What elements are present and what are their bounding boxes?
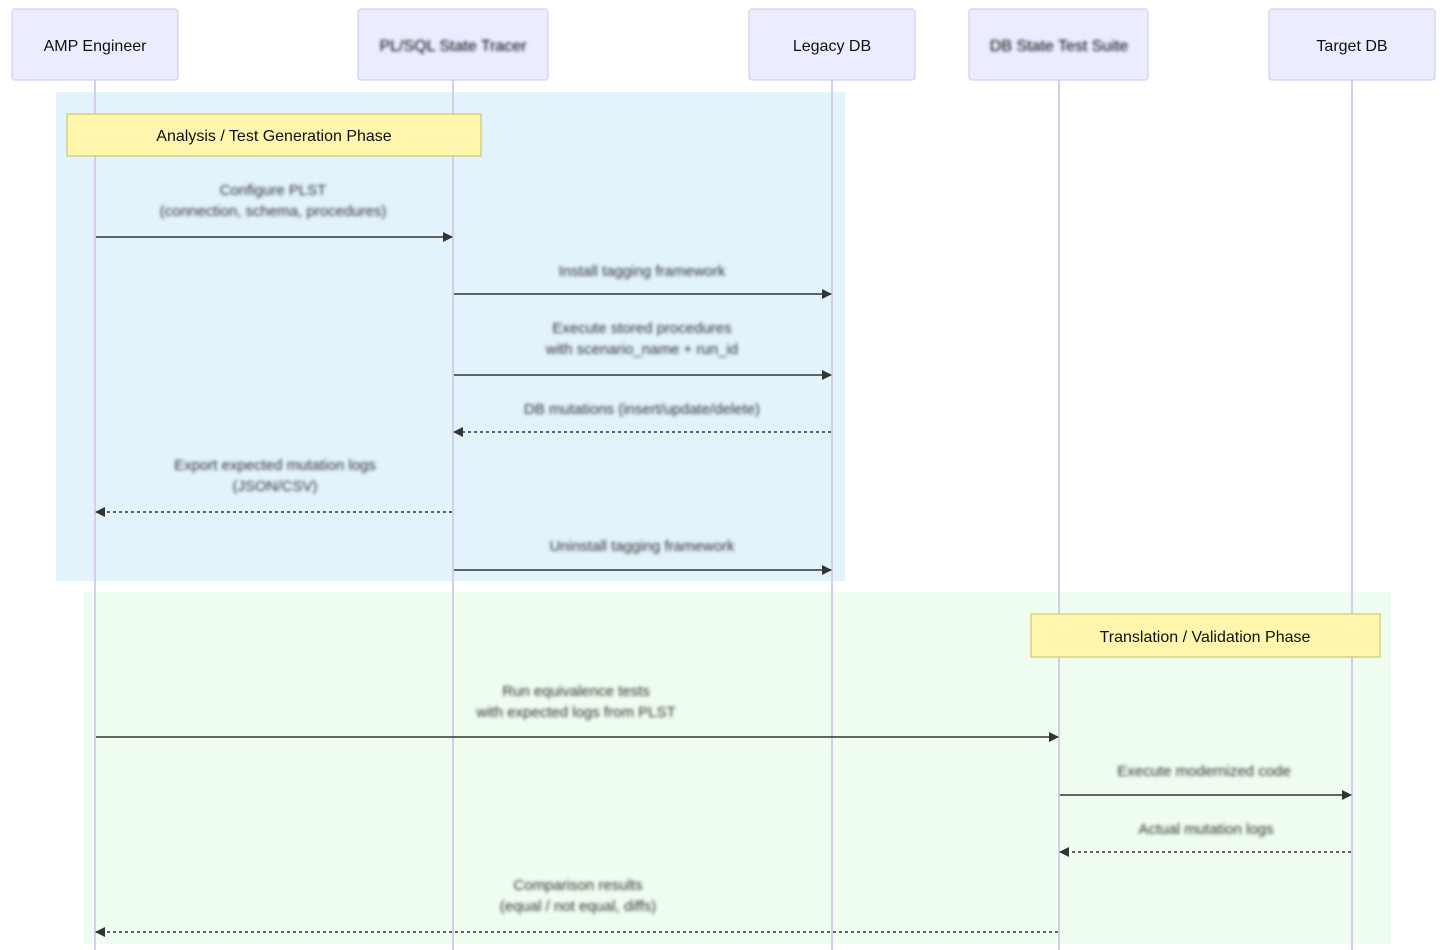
message-label-line: Configure PLST — [220, 182, 327, 199]
message-execute-modernized-code: Execute modernized code — [1060, 763, 1352, 800]
message-label-line: with expected logs from PLST — [475, 704, 675, 721]
message-label-line: Execute stored procedures — [552, 320, 731, 337]
participant-label: Legacy DB — [793, 38, 871, 55]
participant-amp-engineer: AMP Engineer — [11, 8, 179, 81]
message-label-line: (equal / not equal, diffs) — [500, 898, 657, 915]
message-execute-procedures: Execute stored procedures with scenario_… — [454, 320, 832, 380]
participant-target-db: Target DB — [1268, 8, 1436, 81]
message-label-line: Run equivalence tests — [502, 683, 650, 700]
message-label-line: Comparison results — [513, 877, 642, 894]
message-label-line: DB mutations (insert/update/delete) — [524, 401, 760, 418]
participant-legacy-db: Legacy DB — [748, 8, 916, 81]
message-uninstall-framework: Uninstall tagging framework — [454, 538, 832, 575]
participant-label: Target DB — [1316, 38, 1387, 55]
message-label-line: (JSON/CSV) — [232, 478, 317, 495]
participant-label: DB State Test Suite — [990, 38, 1129, 55]
analysis-phase-note: Analysis / Test Generation Phase — [66, 113, 482, 157]
note-label: Analysis / Test Generation Phase — [156, 128, 391, 145]
participant-test-suite: DB State Test Suite — [968, 8, 1149, 81]
message-comparison-results: Comparison results (equal / not equal, d… — [95, 877, 1058, 937]
message-label-line: Export expected mutation logs — [174, 457, 376, 474]
participant-label: AMP Engineer — [44, 38, 148, 55]
message-configure-plst: Configure PLST (connection, schema, proc… — [96, 182, 453, 242]
translation-phase-note: Translation / Validation Phase — [1030, 613, 1381, 658]
message-label-line: Install tagging framework — [559, 263, 726, 280]
message-label-line: (connection, schema, procedures) — [160, 203, 387, 220]
participant-label: PL/SQL State Tracer — [379, 38, 527, 55]
message-label-line: Execute modernized code — [1117, 763, 1290, 780]
message-label-line: Actual mutation logs — [1138, 821, 1273, 838]
message-db-mutations: DB mutations (insert/update/delete) — [453, 401, 831, 437]
message-export-logs: Export expected mutation logs (JSON/CSV) — [95, 457, 452, 517]
message-label-line: Uninstall tagging framework — [549, 538, 735, 555]
message-run-equivalence-tests: Run equivalence tests with expected logs… — [96, 683, 1059, 742]
message-label-line: with scenario_name + run_id — [545, 341, 738, 358]
analysis-phase-region — [56, 92, 845, 581]
message-actual-logs: Actual mutation logs — [1059, 821, 1351, 857]
note-label: Translation / Validation Phase — [1100, 629, 1311, 646]
participant-state-tracer: PL/SQL State Tracer — [357, 8, 549, 81]
message-install-framework: Install tagging framework — [454, 263, 832, 299]
